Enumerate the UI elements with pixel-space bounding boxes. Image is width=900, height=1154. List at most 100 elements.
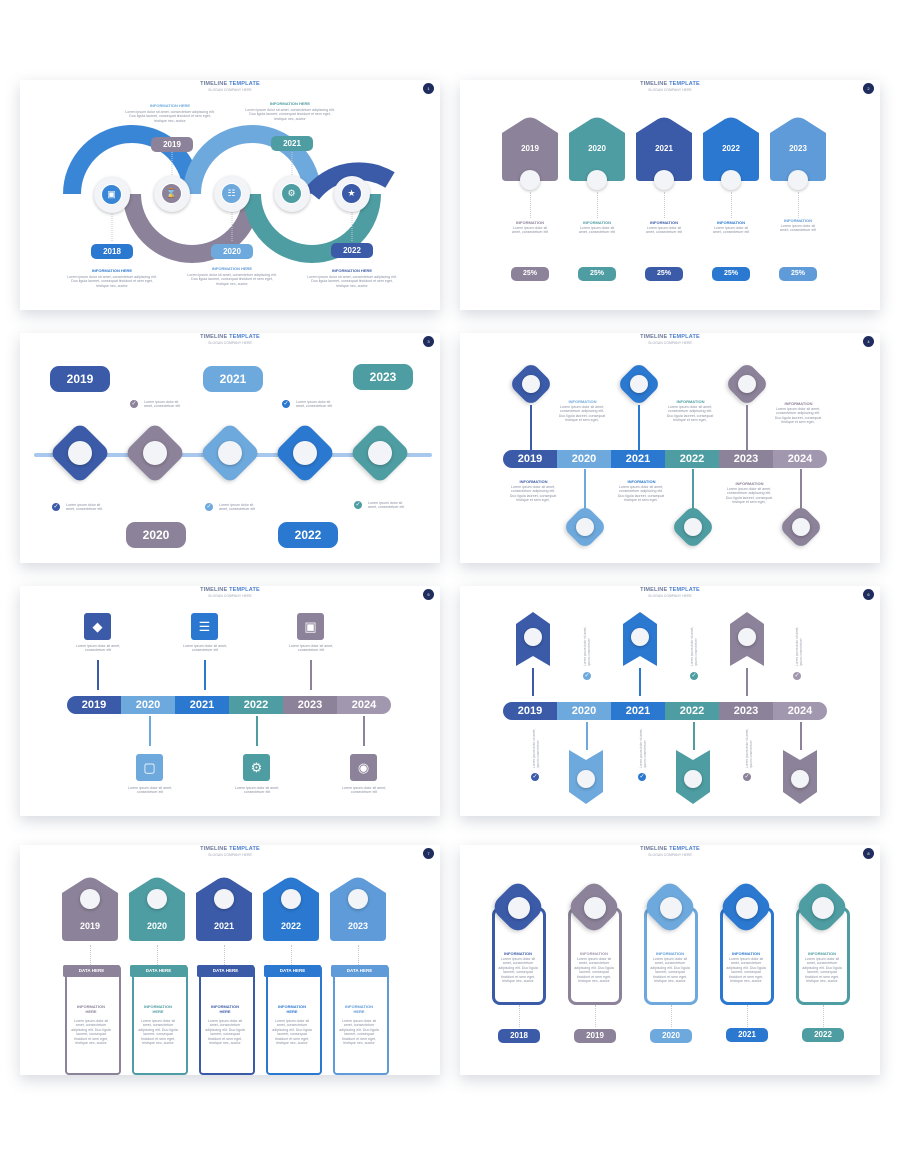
connector-line [530, 405, 532, 450]
connector-line [746, 405, 748, 450]
slide-subtitle: SLOGAN COMPANY HERE [208, 341, 252, 345]
slide-title: TIMELINE TEMPLATE [200, 846, 260, 852]
page-number-badge: 1 [423, 83, 434, 94]
gear-icon [660, 897, 682, 919]
check-icon: ✓ [205, 503, 213, 511]
trophy-icon [788, 170, 808, 190]
diamond-gem-icon: ◆ [84, 613, 111, 640]
year-pill: 2019 [574, 1029, 616, 1043]
page-number-badge: 5 [423, 589, 434, 600]
year-segment: 2020 [557, 702, 611, 720]
dotted-connector [224, 945, 225, 965]
dotted-connector [823, 1005, 824, 1027]
page-number-badge: 4 [863, 336, 874, 347]
year-bar: 2019 2020 2021 2022 2023 2024 [503, 702, 827, 720]
year-pill: 2021 [203, 366, 263, 392]
info-text: Lorem ipsum dolor sit amet, consectetuer… [187, 273, 277, 286]
info-title: INFORMATION HERE [211, 266, 253, 271]
year-segment: 2022 [229, 696, 283, 714]
percent-pill: 25% [712, 267, 750, 281]
house-shape [636, 117, 692, 181]
data-card-header: DATA HERE [63, 965, 120, 977]
info-text: Lorem ipsum dolor sit amet, consectetuer… [144, 400, 181, 409]
gear-icon [214, 889, 234, 909]
info-title: INFORMATION [580, 951, 608, 956]
info-text-vertical: Lorem ipsum dolor sit amet, ipsum consec… [690, 626, 698, 666]
year-label: 2022 [280, 921, 302, 931]
dotted-connector [519, 1005, 520, 1027]
network-icon: ☷ [221, 183, 242, 204]
year-segment: 2022 [665, 702, 719, 720]
slide-title: TIMELINE TEMPLATE [200, 587, 260, 593]
trophy-icon: ★ [341, 183, 362, 204]
slide-subtitle: SLOGAN COMPANY HERE [648, 341, 692, 345]
year-segment: 2021 [611, 450, 665, 468]
check-icon: ✓ [130, 400, 138, 408]
slide-subtitle: SLOGAN COMPANY HERE [648, 594, 692, 598]
check-icon: ✓ [583, 672, 591, 680]
slide-subtitle: SLOGAN COMPANY HERE [648, 853, 692, 857]
dotted-connector [798, 192, 799, 218]
year-segment: 2024 [773, 702, 827, 720]
info-text: Lorem ipsum dolor sit amet, consectetuer… [368, 501, 405, 510]
trophy-icon [684, 518, 702, 536]
dotted-connector [291, 945, 292, 965]
info-text: Lorem ipsum dolor sit amet, consectetuer… [574, 957, 614, 984]
connector-line [149, 716, 151, 746]
info-text: Lorem ipsum dolor sit amet, consectetuer… [650, 957, 690, 984]
info-title: INFORMATION [735, 481, 764, 486]
percent-pill: 25% [578, 267, 616, 281]
house-shape [502, 117, 558, 181]
info-text: Lorem ipsum dolor sit amet, consectetuer… [511, 226, 549, 235]
trophy-icon [812, 897, 834, 919]
year-bar: 2019 2020 2021 2022 2023 2024 [67, 696, 391, 714]
info-text: Lorem ipsum dolor sit amet, consectetuer… [234, 786, 280, 795]
year-segment: 2019 [503, 702, 557, 720]
year-pill: 2022 [278, 522, 338, 548]
info-text: Lorem ipsum dolor sit amet, consectetuer… [219, 503, 256, 512]
info-title: INFORMATION HERE [149, 103, 191, 108]
year-segment: 2019 [67, 696, 121, 714]
data-card-header: DATA HERE [264, 965, 321, 977]
info-text: Lorem ipsum dolor sit amet, consectetuer… [245, 108, 335, 121]
info-title: INFORMATION [784, 218, 812, 223]
year-pill: 2018 [91, 244, 133, 259]
year-label: 2021 [655, 144, 673, 153]
dotted-connector [664, 192, 665, 218]
info-text: Lorem ipsum dolor sit amet, consectetuer… [725, 487, 773, 505]
info-text: Lorem ipsum dolor sit amet, consectetuer… [71, 1019, 111, 1046]
gear-icon [577, 770, 595, 788]
info-text: Lorem ipsum dolor sit amet, consectetuer… [125, 110, 215, 123]
dotted-connector [90, 945, 91, 965]
info-title: INFORMATION [650, 220, 678, 225]
network-icon [736, 897, 758, 919]
info-title: INFORMATION [519, 479, 548, 484]
wave-ribbon [63, 125, 395, 263]
year-label: 2023 [347, 921, 369, 931]
check-icon: ✓ [531, 773, 539, 781]
hourglass-icon: ⌛ [161, 183, 182, 204]
page-number-badge: 7 [423, 848, 434, 859]
slide-6: TIMELINE TEMPLATE SLOGAN COMPANY HERE 6 … [460, 586, 880, 816]
connector-line [204, 660, 206, 690]
house-shape [196, 877, 252, 941]
check-icon: ✓ [638, 773, 646, 781]
info-title: INFORMATION HERE [269, 101, 311, 106]
page-number-badge: 8 [863, 848, 874, 859]
info-title: INFORMATION HERE [331, 268, 373, 273]
dotted-connector [597, 192, 598, 218]
connector-line [692, 469, 694, 509]
page-number-badge: 6 [863, 589, 874, 600]
gear-icon [576, 518, 594, 536]
dotted-connector [747, 1005, 748, 1027]
year-pill: 2020 [211, 244, 253, 259]
year-segment: 2023 [283, 696, 337, 714]
data-card-header: DATA HERE [331, 965, 388, 977]
year-label: 2023 [789, 144, 807, 153]
connector-line [256, 716, 258, 746]
network-icon [721, 170, 741, 190]
briefcase-icon: ▣ [101, 184, 122, 205]
info-text-vertical: Lorem ipsum dolor sit amet, ipsum consec… [639, 728, 647, 768]
